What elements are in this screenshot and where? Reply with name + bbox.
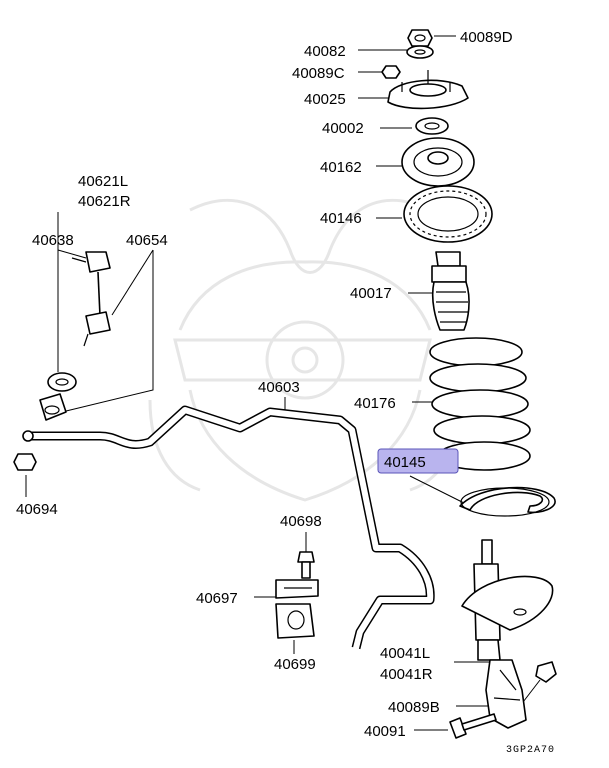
label-40041r[interactable]: 40041R [380,666,433,683]
label-40176[interactable]: 40176 [354,395,396,412]
spring-insulator-40145 [459,486,556,517]
bushing-40699 [275,603,315,639]
label-40162[interactable]: 40162 [320,159,362,176]
label-40697[interactable]: 40697 [196,590,238,607]
coil-spring-40176 [429,337,531,471]
bump-stopper-40017 [431,251,470,331]
label-40621r[interactable]: 40621R [78,193,131,210]
diagram-code: 3GP2A70 [506,745,555,756]
label-40654[interactable]: 40654 [126,232,168,249]
label-40621l[interactable]: 40621L [78,173,128,190]
watermark-emblem [148,198,462,502]
bolt-40091 [449,713,497,739]
nut-40089d [407,29,433,47]
label-40089d[interactable]: 40089D [460,29,513,46]
bushing-40654 [39,393,67,421]
washer-40082 [406,45,434,59]
bushing-40638 [47,372,77,392]
label-40698[interactable]: 40698 [280,513,322,530]
label-40041l[interactable]: 40041L [380,645,430,662]
label-40638[interactable]: 40638 [32,232,74,249]
stabilizer-bar-40603 [22,405,435,651]
label-40694[interactable]: 40694 [16,501,58,518]
label-40002[interactable]: 40002 [322,120,364,137]
strut-assembly-40041 [461,539,554,729]
bolt-40698 [297,551,315,579]
bracket-40697 [275,579,319,599]
label-40017[interactable]: 40017 [350,285,392,302]
nut-40694 [13,453,37,471]
strut-mount-40025 [387,70,469,110]
label-40145[interactable]: 40145 [384,454,426,471]
label-40082[interactable]: 40082 [304,43,346,60]
spring-seat-40162 [401,137,475,187]
bearing-40002 [415,117,449,135]
label-40091[interactable]: 40091 [364,723,406,740]
spring-pad-40146 [403,185,493,243]
label-40699[interactable]: 40699 [274,656,316,673]
label-40025[interactable]: 40025 [304,91,346,108]
nut-40089b [535,661,557,683]
label-40089c[interactable]: 40089C [292,65,345,82]
nut-40089c [381,65,401,79]
label-40603[interactable]: 40603 [258,379,300,396]
part-highlight [377,448,459,474]
stabilizer-link-40621 [71,251,111,347]
label-40089b[interactable]: 40089B [388,699,440,716]
label-40146[interactable]: 40146 [320,210,362,227]
